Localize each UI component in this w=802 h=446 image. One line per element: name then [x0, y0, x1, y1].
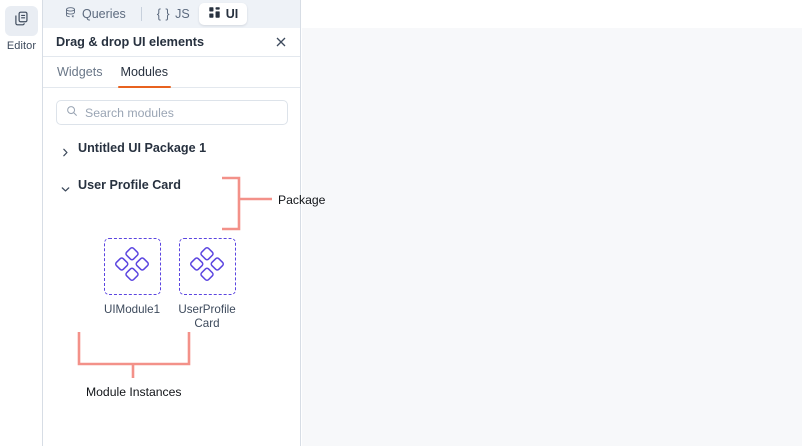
tab-queries-label: Queries — [82, 7, 126, 21]
left-rail: Editor — [0, 0, 43, 446]
panel-header: Drag & drop UI elements — [43, 28, 300, 57]
ui-panel: Queries { } JS UI Drag & — [43, 0, 301, 446]
tab-modules[interactable]: Modules — [112, 65, 178, 88]
canvas-area[interactable] — [302, 28, 802, 446]
module-instance-uimodule1[interactable]: UIModule1 — [101, 238, 163, 331]
tree-item-user-profile-card[interactable]: User Profile Card — [56, 172, 288, 198]
module-instance-label: UserProfileCard — [178, 303, 236, 330]
tab-modules-label: Modules — [120, 65, 169, 79]
tab-divider — [140, 7, 142, 21]
panel-subtabs: Widgets Modules — [43, 57, 300, 88]
database-icon — [64, 6, 77, 22]
curly-braces-icon: { } — [156, 7, 171, 21]
module-instance-label: UIModule1 — [103, 303, 161, 316]
editor-pages-icon — [13, 10, 30, 32]
tree-item-label: User Profile Card — [78, 178, 181, 192]
module-instance-userprofilecard[interactable]: UserProfileCard — [176, 238, 238, 331]
module-diamonds-icon — [114, 246, 150, 287]
tab-ui-label: UI — [225, 7, 239, 21]
chevron-down-icon[interactable] — [61, 181, 70, 192]
sidebar-item-editor[interactable] — [5, 6, 38, 36]
search-input[interactable] — [85, 105, 278, 120]
panel-title: Drag & drop UI elements — [56, 35, 205, 49]
search-icon — [66, 104, 78, 122]
grid-squares-icon — [208, 6, 221, 22]
tree-item-label: Untitled UI Package 1 — [78, 141, 207, 155]
panel-tabstrip: Queries { } JS UI — [43, 0, 300, 28]
tab-js[interactable]: { } JS — [148, 3, 199, 25]
tree-item-untitled-ui-package-1[interactable]: Untitled UI Package 1 — [56, 135, 288, 161]
tab-js-label: JS — [175, 7, 190, 21]
module-drop-target[interactable] — [103, 238, 161, 295]
tab-queries[interactable]: Queries — [55, 3, 135, 25]
close-icon[interactable] — [274, 35, 288, 49]
module-diamonds-icon — [189, 246, 225, 287]
search-modules-box[interactable] — [56, 100, 288, 125]
tab-widgets[interactable]: Widgets — [48, 65, 112, 87]
tab-widgets-label: Widgets — [57, 65, 103, 79]
sidebar-item-editor-label: Editor — [6, 40, 37, 52]
chevron-right-icon[interactable] — [61, 144, 70, 156]
module-tree: Untitled UI Package 1 User Profile Card — [56, 135, 288, 209]
module-instances-grid: UIModule1 UserProfileCard — [101, 238, 238, 331]
module-drop-target[interactable] — [178, 238, 236, 295]
tab-ui[interactable]: UI — [198, 3, 248, 25]
